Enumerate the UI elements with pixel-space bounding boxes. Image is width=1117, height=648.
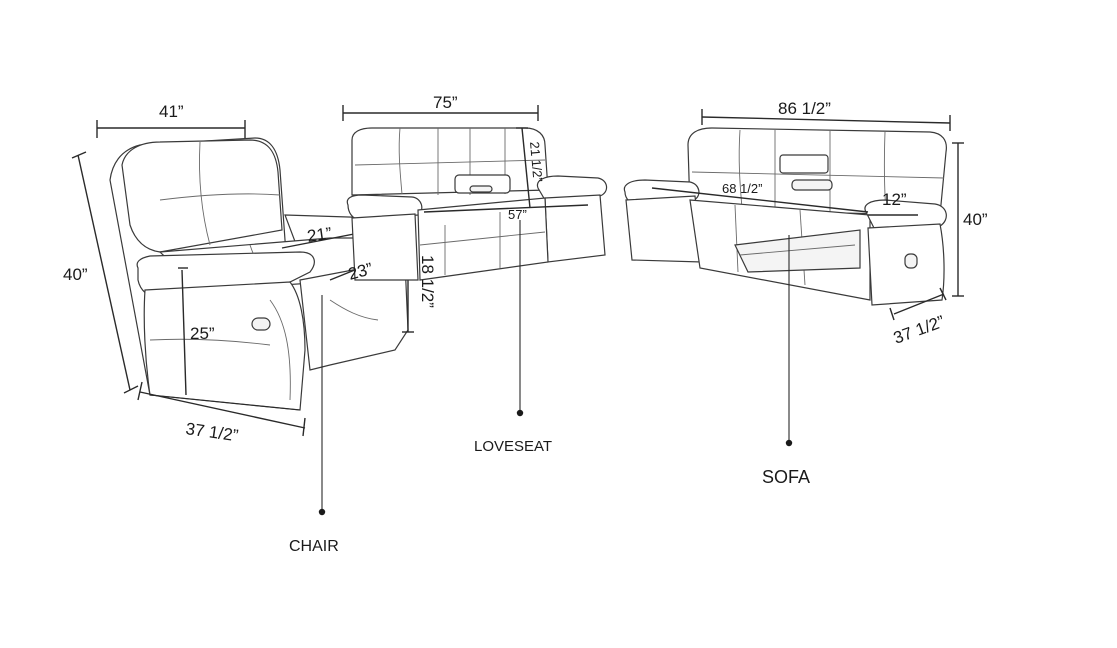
sofa-depth-label: 37 1/2” xyxy=(891,312,948,348)
chair-pointer-dot xyxy=(318,508,326,516)
cupholder-icon xyxy=(791,179,833,191)
sofa-pointer-dot xyxy=(785,439,793,447)
sofa-dimensions xyxy=(651,109,964,447)
loveseat-drawing xyxy=(346,127,608,281)
sofa-width-label: 86 1/2” xyxy=(778,99,831,118)
sofa-drawing xyxy=(623,127,947,306)
chair-width-label: 41” xyxy=(159,102,184,121)
chair-depth-label: 37 1/2” xyxy=(184,419,239,445)
loveseat-name-label: LOVESEAT xyxy=(474,438,552,455)
cupholder-icon xyxy=(469,185,493,193)
chair-height-label: 40” xyxy=(63,265,88,284)
sofa-name-label: SOFA xyxy=(762,467,810,487)
sofa-arm-width-label: 12” xyxy=(882,190,907,209)
recliner-lever-icon xyxy=(251,317,271,331)
chair-seat-width-label: 21” xyxy=(306,224,333,246)
chair-seat-height-label: 25” xyxy=(190,324,215,343)
chair-name-label: CHAIR xyxy=(289,538,339,555)
loveseat-back-height-label: 21 1/2” xyxy=(527,141,545,183)
recliner-lever-icon xyxy=(904,253,918,269)
loveseat-seat-width-label: 57” xyxy=(508,207,527,222)
loveseat-dimensions xyxy=(342,105,589,417)
chair-arm-height-label: 18 1/2” xyxy=(418,255,437,308)
loveseat-width-label: 75” xyxy=(433,93,458,112)
sofa-seat-width-label: 68 1/2” xyxy=(722,181,762,196)
loveseat-pointer-dot xyxy=(516,409,524,417)
sofa-height-label: 40” xyxy=(963,210,988,229)
